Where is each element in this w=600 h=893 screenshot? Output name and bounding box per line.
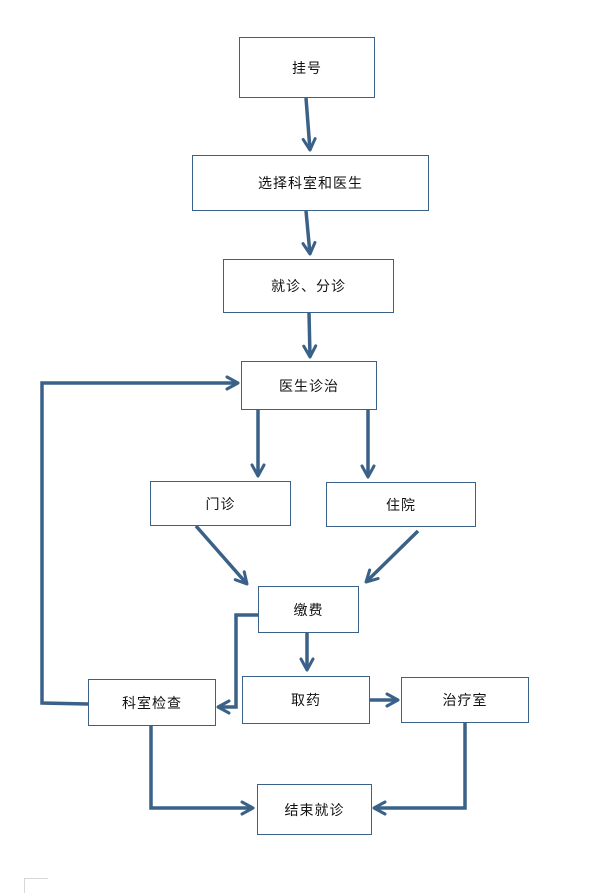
node-treatment-room: 治疗室	[401, 677, 529, 723]
node-select-dept-label: 选择科室和医生	[258, 176, 363, 192]
node-inpatient: 住院	[326, 482, 476, 527]
node-diagnosis: 医生诊治	[241, 361, 377, 410]
node-end-visit-label: 结束就诊	[284, 802, 345, 819]
node-payment: 缴费	[258, 586, 359, 633]
node-payment-label: 缴费	[293, 602, 324, 619]
arrow-exam-to-end	[149, 726, 255, 816]
arrow-register-to-select	[301, 97, 317, 152]
node-treatment-room-label: 治疗室	[442, 693, 488, 709]
arrow-inpatient-to-payment	[364, 529, 420, 584]
node-diagnosis-label: 医生诊治	[279, 378, 339, 395]
node-inpatient-label: 住院	[386, 497, 416, 514]
node-triage-label: 就诊、分诊	[271, 279, 346, 295]
node-pickup-medicine: 取药	[242, 676, 370, 724]
node-pickup-medicine-label: 取药	[291, 693, 321, 709]
node-outpatient-label: 门诊	[205, 496, 236, 513]
node-dept-exam-label: 科室检查	[122, 695, 182, 712]
node-register-label: 挂号	[292, 60, 322, 77]
node-outpatient: 门诊	[150, 481, 291, 526]
node-dept-exam: 科室检查	[88, 679, 216, 726]
node-register: 挂号	[239, 37, 375, 98]
node-select-dept: 选择科室和医生	[192, 155, 429, 211]
arrow-outpatient-to-payment	[194, 524, 249, 586]
arrow-treatment-to-end	[372, 723, 467, 816]
node-triage: 就诊、分诊	[223, 259, 394, 313]
arrow-triage-to-diagnosis	[302, 312, 318, 359]
page-corner-mark	[24, 878, 48, 893]
arrow-select-to-triage	[301, 210, 317, 256]
arrow-payment-to-exam	[216, 613, 258, 715]
node-end-visit: 结束就诊	[257, 784, 372, 835]
arrow-exam-to-diagnosis	[40, 375, 240, 706]
